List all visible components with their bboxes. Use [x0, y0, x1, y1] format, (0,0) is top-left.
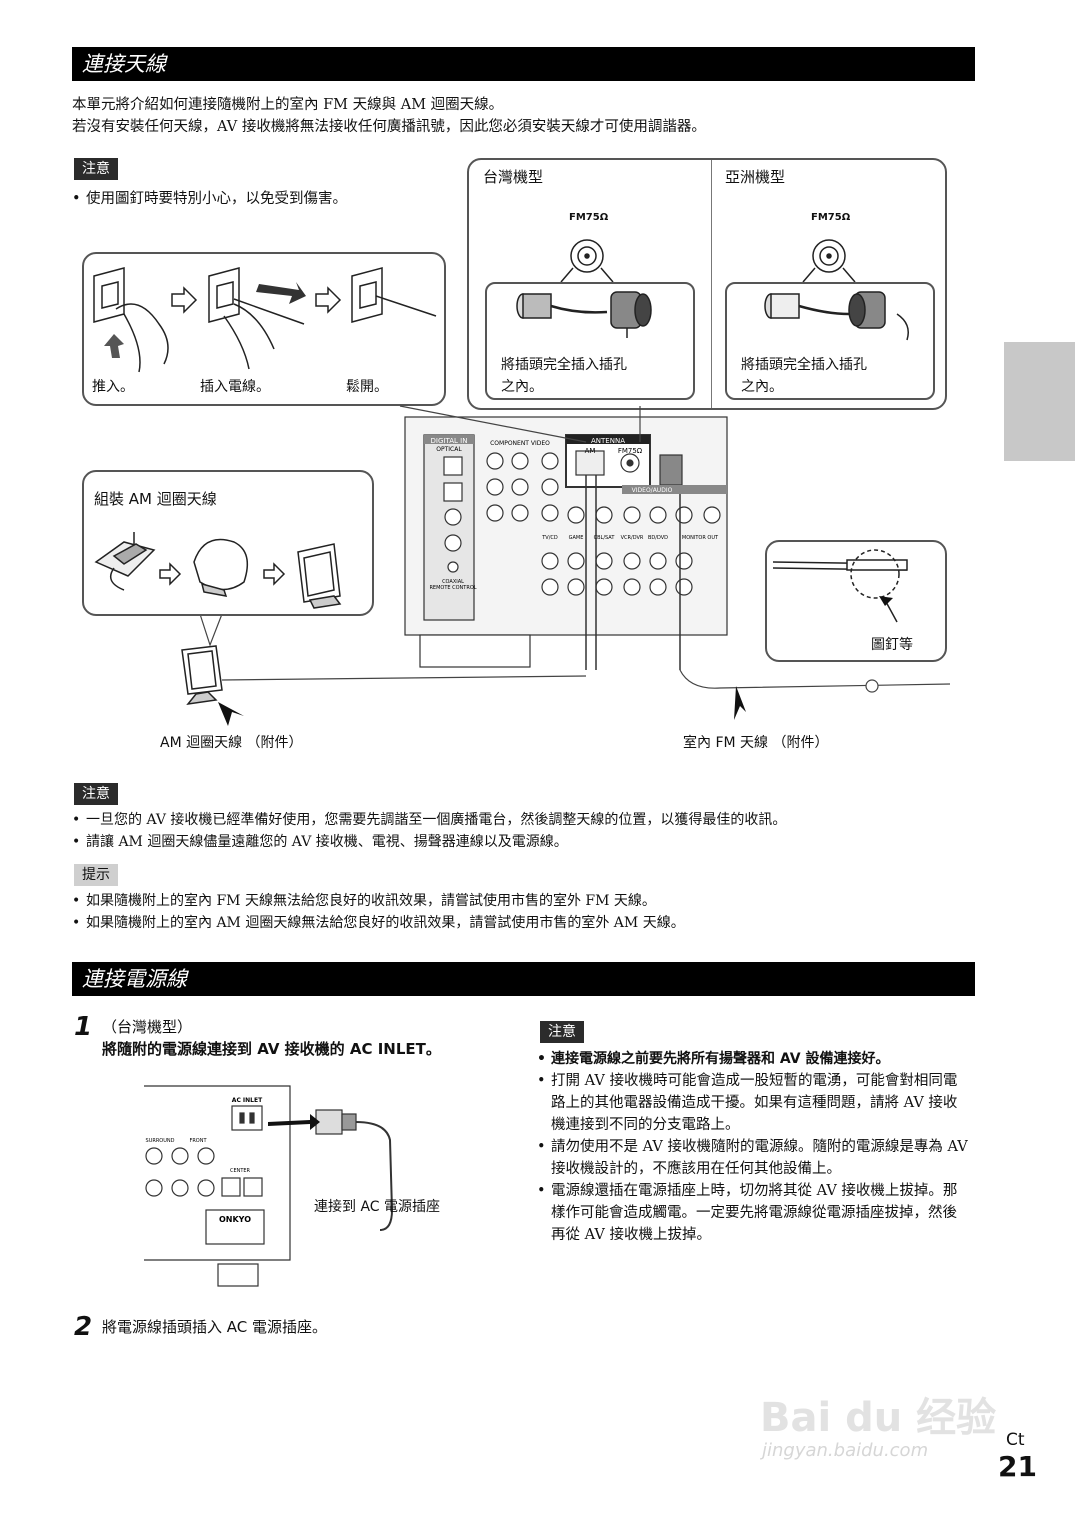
plug-illustration-asia: [764, 291, 909, 341]
side-tab: [1004, 342, 1075, 461]
am-assembly-illustration: [94, 532, 342, 609]
tip-item: 如果隨機附上的室內 FM 天線無法給您良好的收訊效果，請嘗試使用市售的室外 FM…: [72, 890, 972, 912]
step2-text: 將電源線插頭插入 AC 電源插座。: [102, 1318, 328, 1336]
panel-am-label: AM: [585, 447, 596, 455]
connect-outlet-label: 連接到 AC 電源插座: [314, 1199, 441, 1215]
caution-list: 使用圖釘時要特別小心，以免受到傷害。: [72, 188, 452, 210]
panel-input-label: MONITOR OUT: [682, 535, 719, 541]
fm-jack-illustration: [560, 239, 856, 283]
notes-caution-list: 一旦您的 AV 接收機已經準備好使用，您需要先調諧至一個廣播電台，然後調整天線的…: [72, 809, 972, 853]
step2-number: 2: [74, 1312, 93, 1342]
assemble-am-label: 組裝 AM 迴圈天線: [94, 490, 217, 508]
caution-item: 使用圖釘時要特別小心，以免受到傷害。: [72, 188, 452, 210]
lang-code: Ct: [1006, 1430, 1025, 1450]
plug-note-line1-taiwan: 將插頭完全插入插孔: [501, 357, 627, 373]
asia-plug-box: 將插頭完全插入插孔 之內。: [725, 282, 935, 400]
panel-input-label: BD/DVD: [648, 535, 668, 541]
panel-fm-label: FM75Ω: [618, 447, 643, 455]
page-number: 21: [998, 1450, 1037, 1483]
wire-insert-steps-box: 推入。 插入電線。 鬆開。: [82, 252, 446, 406]
notes-caution-item: 一旦您的 AV 接收機已經準備好使用，您需要先調諧至一個廣播電台，然後調整天線的…: [72, 809, 972, 831]
ac-inlet-illustration: AC INLET FRONT CENTER SURROUND ONKYO: [144, 1085, 394, 1287]
plug-note-line2-asia: 之內。: [741, 379, 783, 395]
panel-video-audio-label: VIDEO/AUDIO: [632, 487, 673, 494]
asia-model-label: 亞洲機型: [725, 168, 786, 186]
step-release-label: 鬆開。: [346, 379, 388, 395]
power-caution-tag: 注意: [540, 1021, 584, 1043]
panel-front-label: FRONT: [189, 1138, 207, 1144]
notes-caution-item: 請讓 AM 迴圈天線儘量遠離您的 AV 接收機、電視、揚聲器連線以及電源線。: [72, 831, 972, 853]
panel-remote-control-label: REMOTE CONTROL: [429, 585, 476, 591]
plug-note-line2-taiwan: 之內。: [501, 379, 543, 395]
tip-item: 如果隨機附上的室內 AM 迴圈天線無法給您良好的收訊效果，請嘗試使用市售的室外 …: [72, 912, 972, 934]
model-divider: [711, 160, 712, 408]
pins-box: 圖釘等: [765, 540, 947, 662]
taiwan-plug-box: 將插頭完全插入插孔 之內。: [485, 282, 695, 400]
power-caution-item: 打開 AV 接收機時可能會造成一股短暫的電湧，可能會對相同電路上的其他電器設備造…: [537, 1070, 969, 1136]
panel-center-label: CENTER: [230, 1168, 251, 1174]
pins-illustration: [772, 549, 908, 623]
step1-text: 將隨附的電源線連接到 AV 接收機的 AC INLET。: [102, 1040, 441, 1058]
section-title-antenna: 連接天線: [72, 47, 975, 81]
plug-note-line1-asia: 將插頭完全插入插孔: [741, 357, 867, 373]
ac-inlet-label: AC INLET: [232, 1097, 263, 1104]
power-caution-item: 電源線還插在電源插座上時，切勿將其從 AV 接收機上拔掉。那樣作可能會造成觸電。…: [537, 1180, 969, 1246]
watermark-logo: Bai du 经验: [760, 1395, 997, 1441]
power-caution-item: 請勿使用不是 AV 接收機隨附的電源線。隨附的電源線是專為 AV 接收機設計的，…: [537, 1136, 969, 1180]
fm75-label-asia: FM75Ω: [811, 212, 851, 223]
plug-illustration-taiwan: [516, 291, 652, 338]
fm-arrow: [734, 686, 746, 720]
panel-input-label: GAME: [569, 535, 584, 541]
tip-tag: 提示: [74, 864, 118, 886]
panel-input-label: VCR/DVR: [621, 535, 644, 541]
model-comparison-box: 台灣機型 亞洲機型 FM75Ω FM75Ω 將插頭完全插入插孔 之內。: [467, 158, 947, 410]
am-loop-antenna-illustration: [181, 645, 223, 706]
step1-model: （台灣機型）: [102, 1018, 193, 1036]
section-title-power: 連接電源線: [72, 962, 975, 996]
assemble-am-box: 組裝 AM 迴圈天線: [82, 470, 374, 616]
brand-label: ONKYO: [219, 1215, 251, 1224]
step1-number: 1: [74, 1012, 93, 1042]
intro-line-2: 若沒有安裝任何天線，AV 接收機將無法接收任何廣播訊號，因此您必須安裝天線才可使…: [72, 119, 706, 135]
receiver-back-panel: ANTENNA AM FM75Ω DIGITAL IN OPTICAL COAX…: [404, 416, 728, 670]
intro-line-1: 本單元將介紹如何連接隨機附上的室內 FM 天線與 AM 迴圈天線。: [72, 97, 504, 113]
notes-caution-tag: 注意: [74, 783, 118, 805]
panel-component-video-label: COMPONENT VIDEO: [490, 440, 550, 447]
watermark-url: jingyan.baidu.com: [762, 1440, 929, 1461]
taiwan-model-label: 台灣機型: [483, 168, 544, 186]
panel-coaxial-label: COAXIAL: [442, 579, 464, 585]
am-arrow: [218, 702, 244, 726]
panel-surround-label: SURROUND: [146, 1138, 175, 1144]
power-caution-list: 連接電源線之前要先將所有揚聲器和 AV 設備連接好。 打開 AV 接收機時可能會…: [537, 1048, 969, 1246]
wire-insert-illustration: [93, 267, 437, 373]
tip-list: 如果隨機附上的室內 FM 天線無法給您良好的收訊效果，請嘗試使用市售的室外 FM…: [72, 890, 972, 934]
caution-tag: 注意: [74, 158, 118, 180]
panel-digital-in-label: DIGITAL IN: [431, 437, 468, 445]
fm-antenna-label: 室內 FM 天線 （附件）: [683, 735, 829, 751]
step-push-label: 推入。: [92, 379, 134, 395]
callout-lines: [181, 405, 951, 726]
intro-text: 本單元將介紹如何連接隨機附上的室內 FM 天線與 AM 迴圈天線。 若沒有安裝任…: [72, 94, 972, 138]
panel-optical-label: OPTICAL: [436, 446, 462, 453]
step-insert-label: 插入電線。: [200, 379, 270, 395]
panel-input-label: CBL/SAT: [594, 535, 616, 541]
panel-input-label: TV/CD: [541, 535, 558, 541]
pins-label: 圖釘等: [871, 637, 913, 653]
am-antenna-label: AM 迴圈天線 （附件）: [160, 735, 303, 751]
power-caution-item: 連接電源線之前要先將所有揚聲器和 AV 設備連接好。: [537, 1048, 969, 1070]
fm75-label-taiwan: FM75Ω: [569, 212, 609, 223]
panel-antenna-label: ANTENNA: [591, 437, 625, 445]
